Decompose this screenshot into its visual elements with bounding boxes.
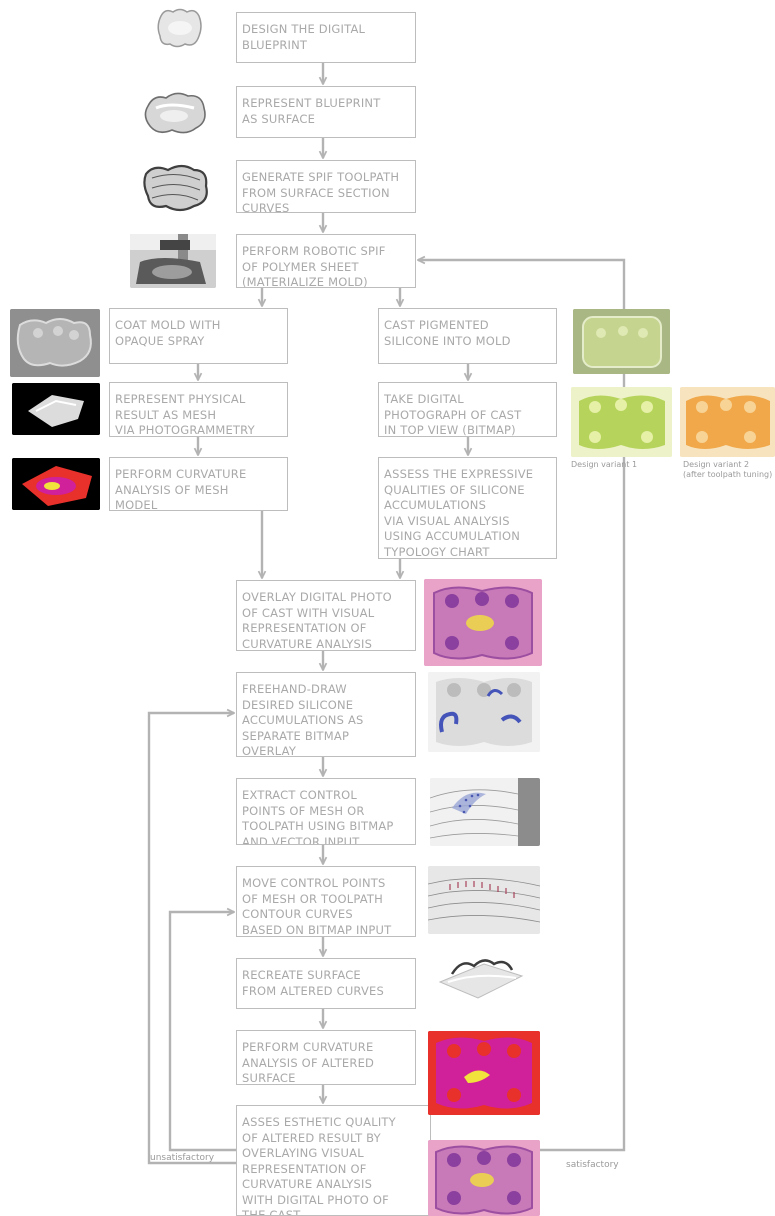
step-assess-esthetic: ASSES ESTHETIC QUALITY OF ALTERED RESULT… bbox=[236, 1105, 431, 1216]
step-represent-mesh: REPRESENT PHYSICAL RESULT AS MESH VIA PH… bbox=[109, 382, 288, 437]
step-freehand-draw: FREEHAND-DRAW DESIRED SILICONE ACCUMULAT… bbox=[236, 672, 416, 757]
variant-1-caption: Design variant 1 bbox=[571, 460, 638, 469]
surface-render-thumb bbox=[140, 86, 210, 138]
recreated-surface-thumb bbox=[432, 952, 528, 1008]
step-curvature-mesh: PERFORM CURVATURE ANALYSIS OF MESH MODEL bbox=[109, 457, 288, 511]
step-generate-toolpath: GENERATE SPIF TOOLPATH FROM SURFACE SECT… bbox=[236, 160, 416, 213]
toolpath-render-thumb bbox=[140, 160, 212, 214]
freehand-drawing-thumb bbox=[428, 672, 540, 752]
step-robotic-spif: PERFORM ROBOTIC SPIF OF POLYMER SHEET (M… bbox=[236, 234, 416, 288]
loop-unsatisfactory-outer bbox=[147, 713, 236, 1165]
curvature-altered-thumb bbox=[428, 1031, 540, 1115]
robotic-spif-photo-thumb bbox=[130, 234, 216, 288]
step-recreate-surface: RECREATE SURFACE FROM ALTERED CURVES bbox=[236, 958, 416, 1009]
step-assess-qualities: ASSESS THE EXPRESSIVE QUALITIES OF SILIC… bbox=[378, 457, 557, 559]
coated-mold-photo-thumb bbox=[10, 309, 100, 377]
label-unsatisfactory: unsatisfactory bbox=[150, 1153, 215, 1163]
cast-photo-thumb bbox=[573, 309, 670, 374]
design-variant-2-thumb bbox=[680, 387, 775, 457]
overlay-photo-thumb bbox=[424, 579, 542, 666]
curvature-mesh-thumb bbox=[12, 458, 100, 510]
moved-points-thumb bbox=[428, 866, 540, 934]
step-design-blueprint: DESIGN THE DIGITAL BLUEPRINT bbox=[236, 12, 416, 63]
mesh-render-thumb bbox=[12, 383, 100, 435]
step-cast-silicone: CAST PIGMENTED SILICONE INTO MOLD bbox=[378, 308, 557, 364]
step-overlay-photo: OVERLAY DIGITAL PHOTO OF CAST WITH VISUA… bbox=[236, 580, 416, 651]
design-variant-1-thumb bbox=[571, 387, 672, 457]
step-coat-mold: COAT MOLD WITH OPAQUE SPRAY bbox=[109, 308, 288, 364]
step-extract-points: EXTRACT CONTROL POINTS OF MESH OR TOOLPA… bbox=[236, 778, 416, 845]
step-represent-surface: REPRESENT BLUEPRINT AS SURFACE bbox=[236, 86, 416, 138]
label-satisfactory: satisfactory bbox=[566, 1160, 619, 1170]
step-curvature-altered: PERFORM CURVATURE ANALYSIS OF ALTERED SU… bbox=[236, 1030, 416, 1085]
loop-unsatisfactory-inner bbox=[168, 912, 236, 1152]
blueprint-render-thumb bbox=[155, 6, 205, 50]
control-points-thumb bbox=[430, 778, 540, 846]
step-take-photo: TAKE DIGITAL PHOTOGRAPH OF CAST IN TOP V… bbox=[378, 382, 557, 437]
final-overlay-thumb bbox=[428, 1140, 540, 1216]
variant-2-caption: Design variant 2 (after toolpath tuning) bbox=[683, 460, 773, 479]
step-move-points: MOVE CONTROL POINTS OF MESH OR TOOLPATH … bbox=[236, 866, 416, 937]
